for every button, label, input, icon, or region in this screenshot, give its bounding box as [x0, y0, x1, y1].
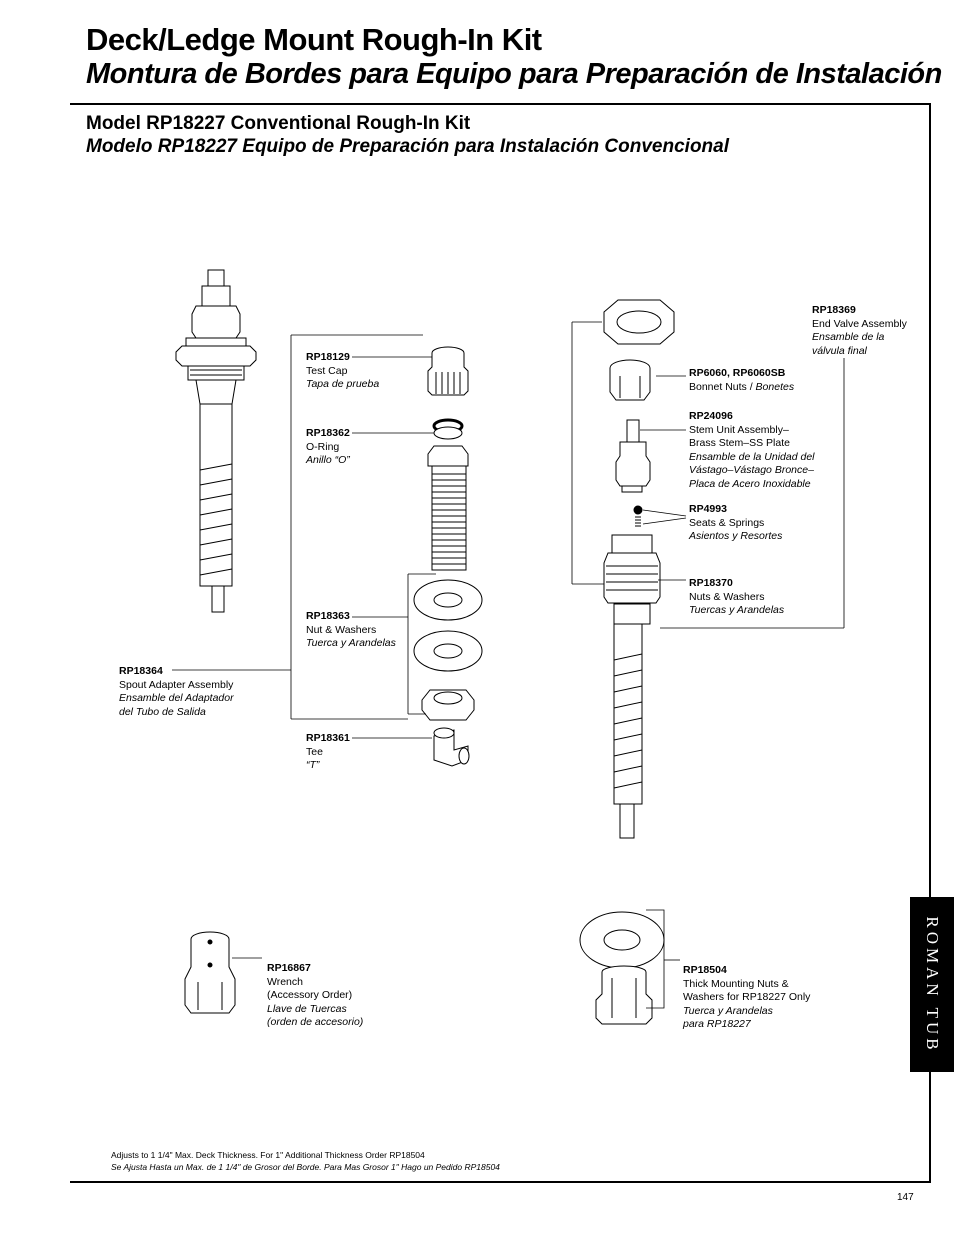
valve-body-drawing	[603, 534, 661, 839]
label-rp4993: RP4993 Seats & Springs Asientos y Resort…	[689, 503, 783, 542]
seats-springs-drawing	[633, 505, 643, 527]
hex-nut-drawing	[421, 689, 475, 721]
label-rp18362: RP18362 O-Ring Anillo “O”	[306, 427, 350, 466]
footnote: Adjusts to 1 1/4" Max. Deck Thickness. F…	[111, 1150, 425, 1160]
o-ring-drawing	[432, 418, 464, 440]
label-rp18504: RP18504 Thick Mounting Nuts & Washers fo…	[683, 964, 811, 1030]
stem-unit-drawing	[615, 419, 651, 493]
label-rp18129: RP18129 Test Cap Tapa de prueba	[306, 351, 380, 390]
wrench-drawing	[184, 931, 236, 1014]
spout-adapter-assembly-drawing	[175, 269, 257, 613]
header-rule	[70, 103, 931, 105]
label-rp24096: RP24096 Stem Unit Assembly– Brass Stem–S…	[689, 410, 815, 490]
footnote-spanish: Se Ajusta Hasta un Max. de 1 1/4" de Gro…	[111, 1162, 500, 1172]
label-rp18370: RP18370 Nuts & Washers Tuercas y Arandel…	[689, 577, 785, 616]
label-rp18369: RP18369 End Valve Assembly Ensamble de l…	[812, 304, 907, 357]
model-title-spanish: Modelo RP18227 Equipo de Preparación par…	[86, 136, 730, 157]
label-rp18363: RP18363 Nut & Washers Tuerca y Arandelas	[306, 610, 396, 649]
label-rp16867: RP16867 Wrench (Accessory Order) Llave d…	[267, 962, 364, 1028]
page-title-spanish: Montura de Bordes para Equipo para Prepa…	[86, 58, 942, 90]
bonnet-nut-drawing	[609, 359, 651, 401]
model-title: Model RP18227 Conventional Rough-In Kit	[86, 113, 471, 134]
thick-mounting-nuts-drawing	[579, 911, 665, 1025]
right-rule	[929, 103, 931, 1183]
section-side-tab: ROMAN TUB	[910, 897, 954, 1072]
washers-drawing	[413, 579, 483, 672]
leader-lines	[172, 321, 845, 1009]
label-rp18364: RP18364 Spout Adapter Assembly Ensamble …	[119, 665, 234, 718]
side-tab-label: ROMAN TUB	[923, 915, 942, 1054]
footer-rule	[70, 1181, 931, 1183]
page-title: Deck/Ledge Mount Rough-In Kit	[86, 22, 542, 57]
label-rp18361: RP18361 Tee “T”	[306, 732, 350, 771]
tee-drawing	[433, 727, 470, 767]
threaded-tube-drawing	[427, 445, 469, 571]
test-cap-drawing	[427, 346, 469, 396]
end-valve-flange-drawing	[603, 299, 675, 345]
page-number: 147	[897, 1192, 914, 1203]
label-rp6060: RP6060, RP6060SB Bonnet Nuts / Bonetes	[689, 367, 795, 393]
